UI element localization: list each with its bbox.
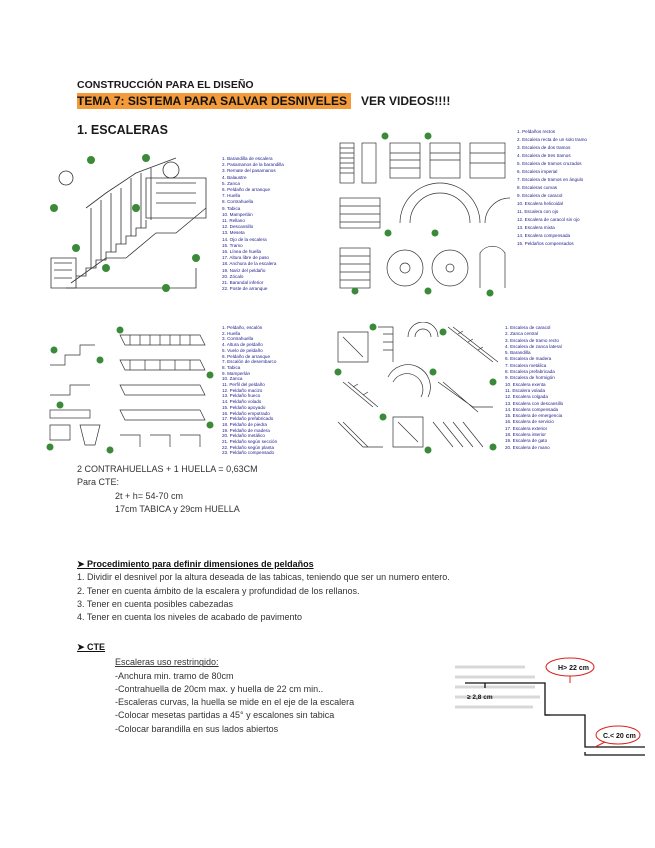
cte-item: -Escaleras curvas, la huella se mide en …: [115, 697, 355, 708]
formula-block: 2 CONTRAHUELLAS + 1 HUELLA = 0,63CM Para…: [77, 463, 258, 516]
cte-item: -Contrahuella de 20cm max. y huella de 2…: [115, 683, 324, 694]
videos-note: VER VIDEOS!!!!: [361, 94, 451, 108]
formula-range: 2t + h= 54-70 cm: [115, 490, 184, 501]
staircase-anatomy-figure: [46, 148, 218, 298]
course-title: CONSTRUCCIÓN PARA EL DISEÑO: [77, 79, 254, 91]
section-heading-escaleras: 1. ESCALERAS: [77, 123, 168, 137]
procedure-step: 2. Tener en cuenta ámbito de la escalera…: [77, 585, 360, 596]
stair-structures-figure: [333, 322, 501, 454]
cte-block: ➤ CTE Escaleras uso restringido: -Anchur…: [77, 641, 354, 736]
cte-subtitle: Escaleras uso restringido:: [115, 657, 219, 668]
formula-dimensions: 17cm TABICA y 29cm HUELLA: [115, 503, 240, 514]
min-label: ≥ 2,8 cm: [467, 694, 493, 701]
procedure-step: 4. Tener en cuenta los niveles de acabad…: [77, 612, 302, 623]
cte-title: ➤ CTE: [77, 642, 106, 652]
cte-item: -Colocar mesetas partidas a 45° y escalo…: [115, 710, 335, 721]
contrahuella-label: C.< 20 cm: [603, 733, 636, 740]
cte-step-figure: H> 22 cm ≥ 2,8 cm C.< 20 cm: [455, 655, 645, 765]
formula-cte: Para CTE:: [77, 477, 120, 488]
huella-label: H> 22 cm: [558, 665, 589, 672]
procedure-step: 1. Dividir el desnivel por la altura des…: [77, 572, 450, 583]
topic-line: TEMA 7: SISTEMA PARA SALVAR DESNIVELES VE…: [77, 93, 451, 109]
procedure-title: ➤ Procedimiento para definir dimensiones…: [77, 559, 314, 569]
procedure-block: ➤ Procedimiento para definir dimensiones…: [77, 558, 450, 624]
step-sections-figure: [40, 325, 220, 455]
cte-item: -Anchura min. tramo de 80cm: [115, 670, 234, 681]
procedure-step: 3. Tener en cuenta posibles cabezadas: [77, 598, 233, 609]
stair-types-figure: [330, 128, 513, 298]
topic-title: TEMA 7: SISTEMA PARA SALVAR DESNIVELES: [77, 93, 352, 109]
formula-main: 2 CONTRAHUELLAS + 1 HUELLA = 0,63CM: [77, 464, 258, 474]
cte-item: -Colocar barandilla en sus lados abierto…: [115, 723, 279, 734]
